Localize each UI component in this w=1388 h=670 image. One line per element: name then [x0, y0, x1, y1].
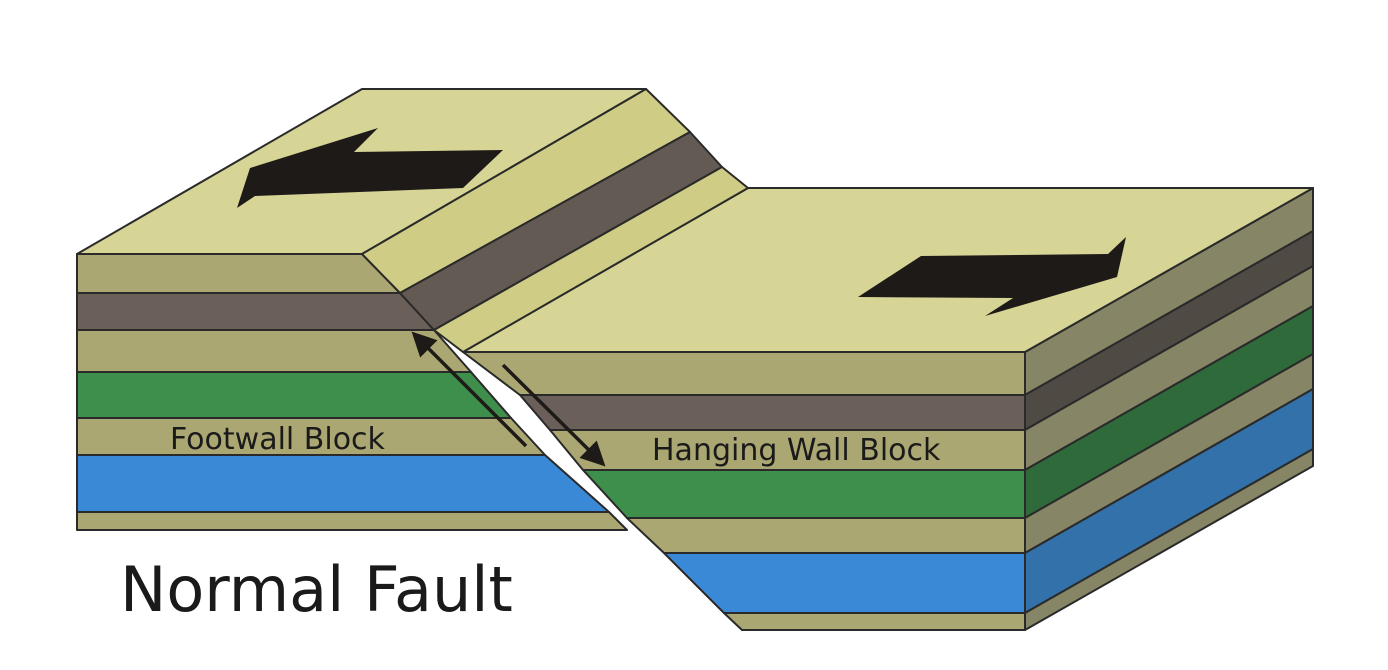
fw-layer-tan-2: [76, 329, 472, 373]
hw-layer-tan-3: [626, 517, 1026, 554]
hanging-wall-block-label: Hanging Wall Block: [652, 433, 941, 468]
hanging-wall-front-layers: [462, 351, 1026, 631]
hw-layer-tan-1: [462, 351, 1026, 396]
hw-layer-tan-4: [723, 612, 1026, 631]
fw-layer-blue: [76, 454, 610, 513]
arrow-down-right-icon: [501, 363, 606, 467]
hw-layer-dark-gray: [519, 394, 1026, 431]
fw-layer-dark-gray: [76, 292, 435, 331]
footwall-front-layers: [76, 253, 628, 531]
fault-scarp: [361, 88, 749, 353]
fw-layer-green: [76, 371, 512, 419]
fw-layer-tan-4: [76, 511, 628, 531]
arrow-left-icon: [237, 128, 503, 208]
hw-layer-blue: [663, 552, 1026, 614]
hanging-wall-block: [462, 187, 1314, 631]
hw-layer-green: [582, 469, 1026, 519]
hw-side-tan-4: [1024, 448, 1314, 631]
footwall-block-label: Footwall Block: [170, 422, 386, 457]
arrow-right-icon: [858, 237, 1126, 316]
fw-layer-tan-1: [76, 253, 401, 294]
scarp-band-lower: [433, 166, 749, 353]
hanging-wall-side-layers: [1024, 187, 1314, 631]
arrow-up-left-icon: [411, 331, 528, 448]
diagram-title: Normal Fault: [120, 553, 513, 626]
